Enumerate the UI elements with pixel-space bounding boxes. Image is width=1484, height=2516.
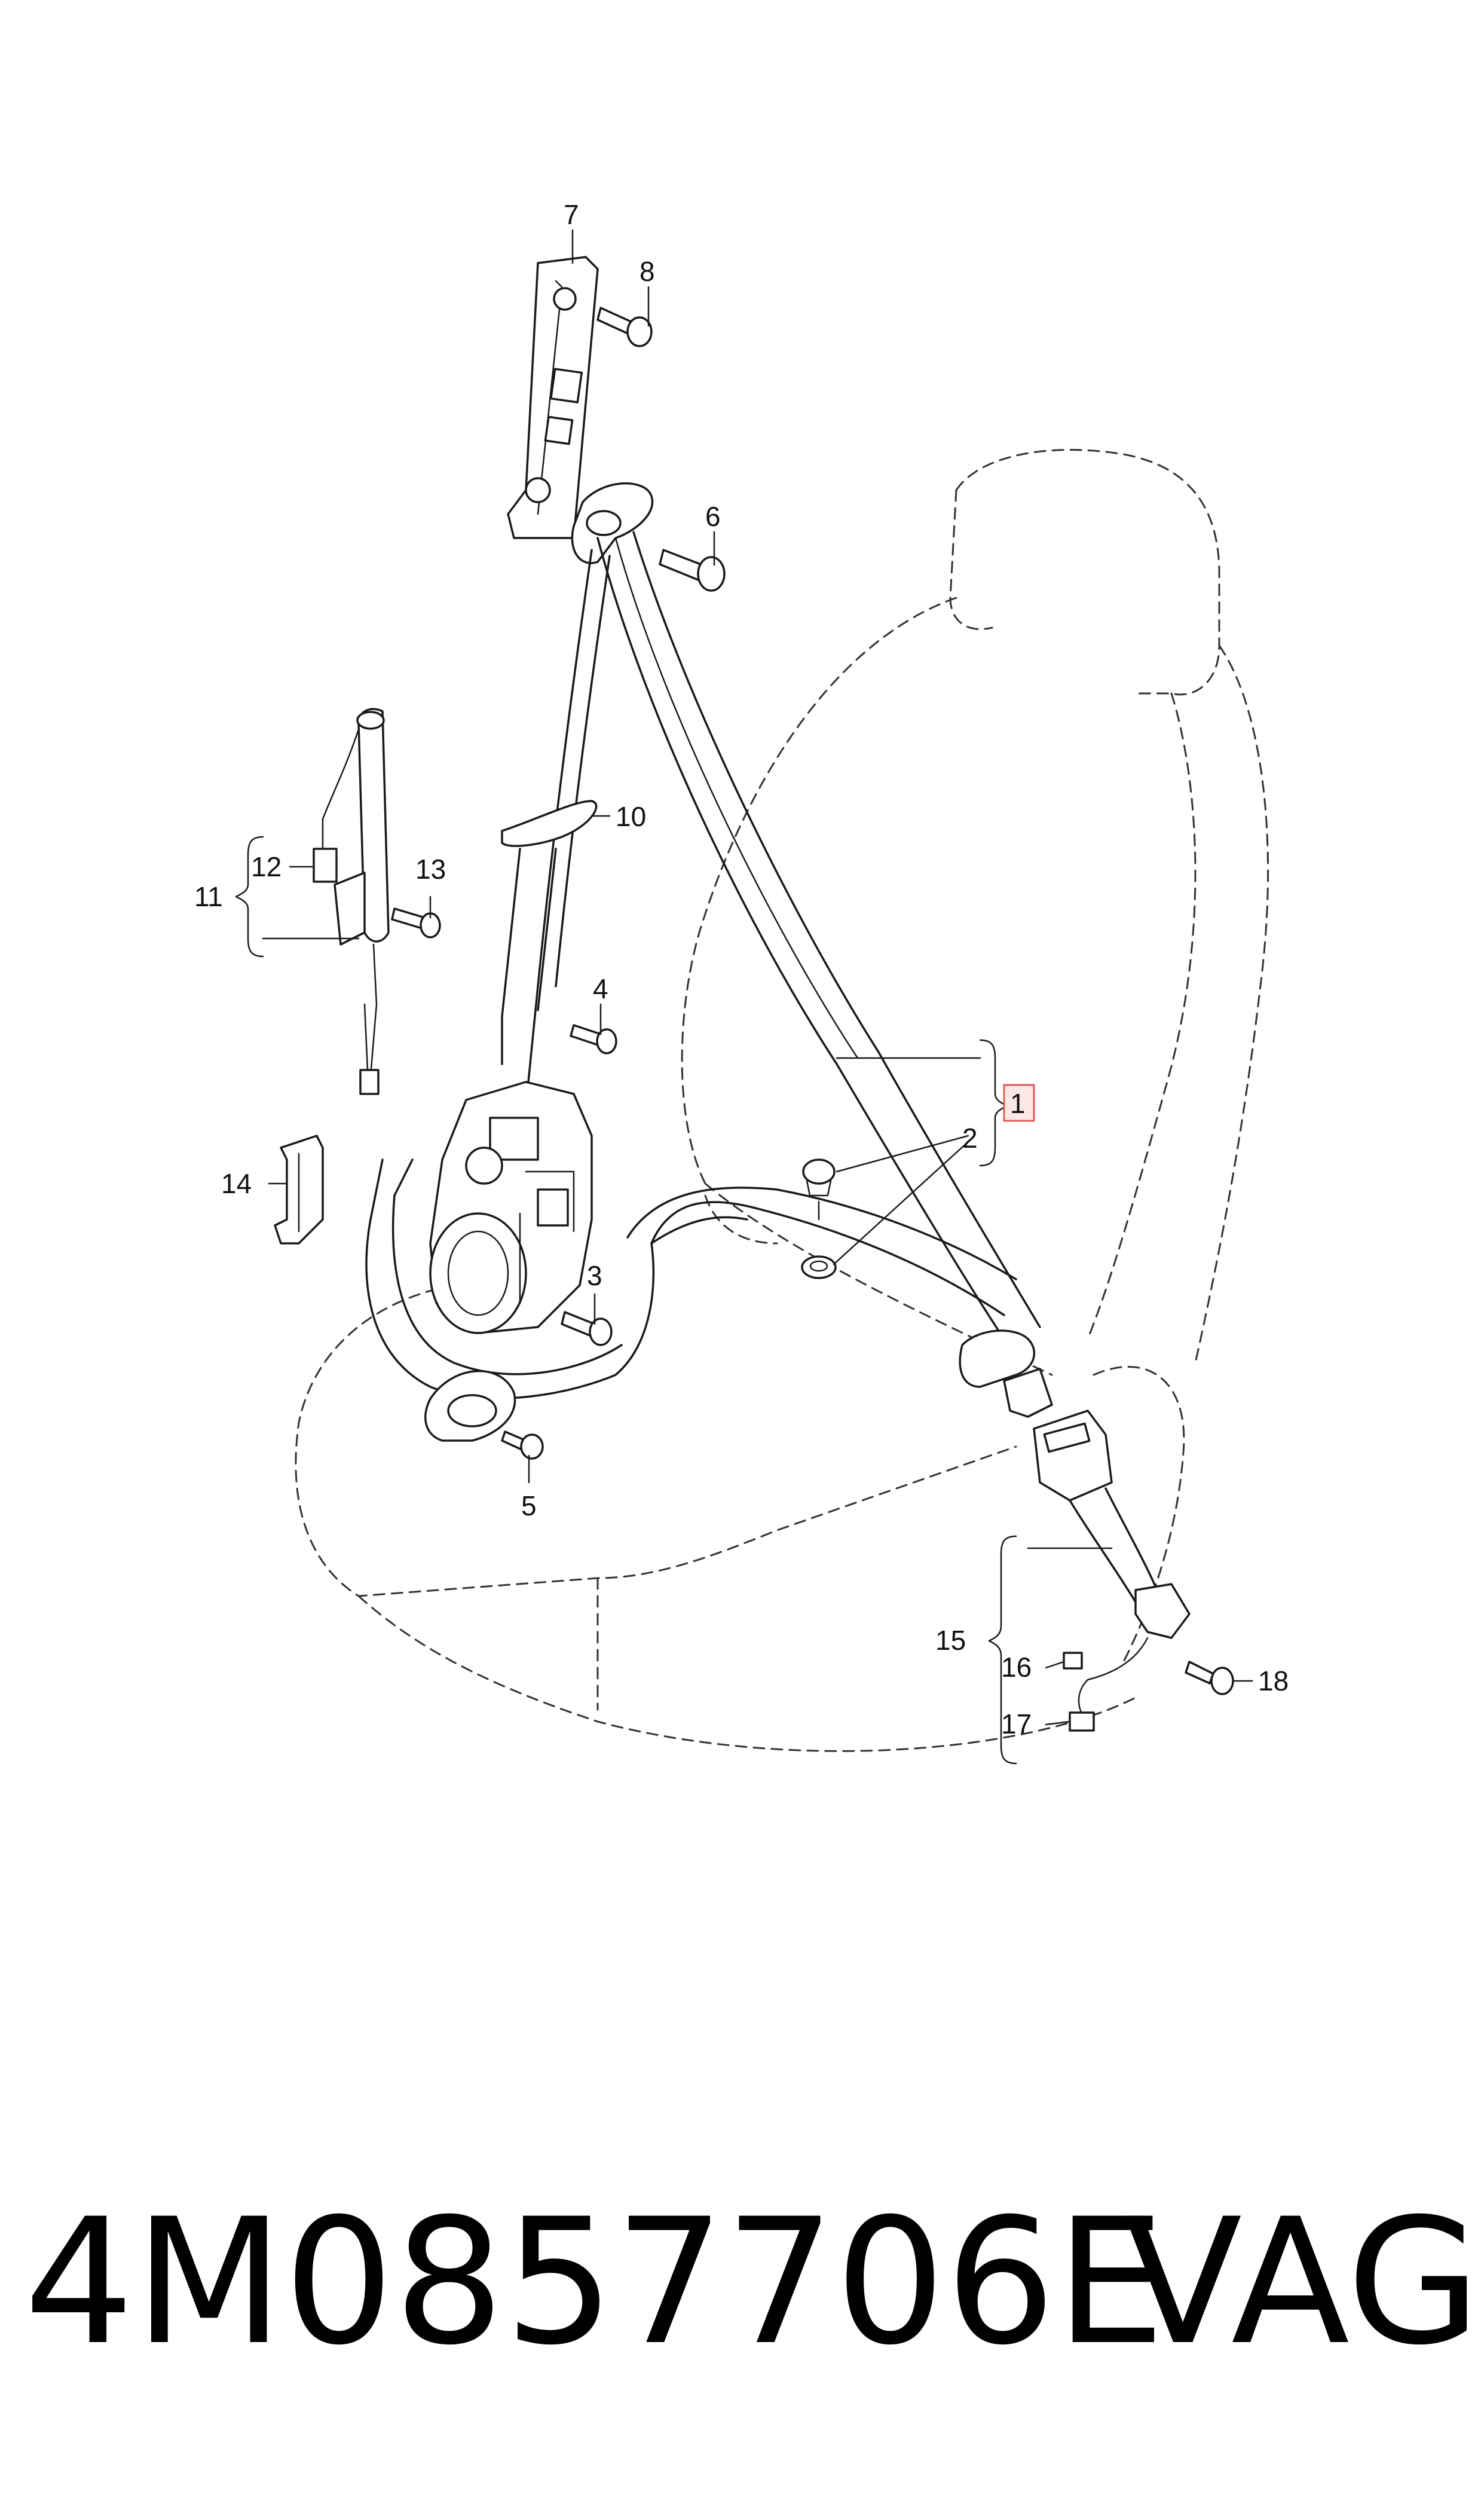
label-18: 18 — [1258, 1665, 1289, 1696]
plug-2 — [801, 1158, 837, 1279]
brand-name: VAG — [1124, 2182, 1481, 2383]
bolt-3 — [561, 1311, 613, 1346]
bolt-8 — [596, 307, 653, 347]
label-4: 4 — [593, 973, 608, 1004]
part-number: 4M0857706E — [24, 2182, 1165, 2383]
label-13: 13 — [415, 854, 446, 885]
bolt-5 — [501, 1430, 544, 1460]
label-17: 17 — [1001, 1708, 1032, 1740]
bolt-13 — [391, 907, 441, 938]
bolt-6 — [659, 549, 726, 592]
label-15: 15 — [935, 1625, 966, 1656]
belt-webbing — [501, 531, 1041, 1340]
label-12: 12 — [251, 851, 281, 882]
buckle-assembly — [1033, 1410, 1191, 1732]
height-adjuster-rail — [507, 256, 599, 539]
pretensioner-pillar — [322, 708, 390, 1095]
retractor-assembly — [429, 1081, 593, 1334]
label-6: 6 — [705, 501, 721, 532]
lap-belt — [365, 1158, 1017, 1399]
label-10: 10 — [616, 801, 646, 832]
bolt-18 — [1185, 1661, 1234, 1695]
callout-labels: 7 8 6 10 12 13 11 4 1 2 14 3 5 15 16 18 … — [194, 199, 1289, 1740]
label-7: 7 — [564, 199, 579, 230]
label-16: 16 — [1001, 1652, 1032, 1683]
belt-guide-loop-10 — [501, 800, 598, 847]
highlight-box-1 — [1003, 1084, 1035, 1122]
label-11: 11 — [194, 881, 223, 912]
lower-anchor-plate — [424, 1369, 516, 1442]
bracket-14 — [274, 1135, 324, 1245]
connector-12 — [313, 848, 338, 883]
label-3: 3 — [587, 1260, 602, 1291]
label-2: 2 — [962, 1123, 978, 1154]
label-8: 8 — [640, 256, 655, 287]
leader-lines — [235, 229, 1253, 1765]
label-1: 1 — [1010, 1088, 1026, 1119]
footer: 4M0857706E VAG — [24, 2182, 1481, 2383]
bolt-4 — [570, 1024, 617, 1054]
label-5: 5 — [521, 1490, 537, 1521]
label-14: 14 — [221, 1168, 252, 1199]
d-ring-guide — [571, 482, 654, 564]
latch-plate — [959, 1329, 1053, 1418]
seat-outline — [295, 449, 1269, 1752]
